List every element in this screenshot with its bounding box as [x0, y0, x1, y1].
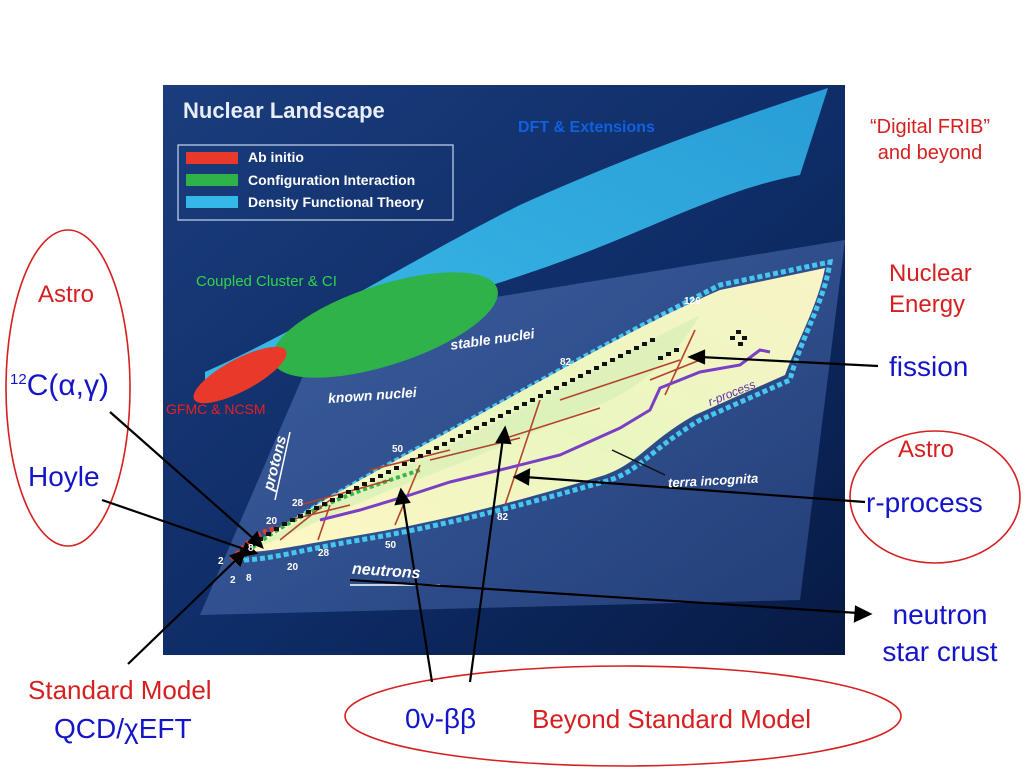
digital-frib-label: “Digital FRIB” and beyond: [842, 116, 1018, 164]
carbon-reaction-label: 12C(α,γ): [10, 369, 109, 402]
standard-model-label: Standard Model: [28, 675, 212, 705]
legend-swatch-dft: [186, 196, 238, 208]
neutron-star-crust-label: neutron star crust: [862, 599, 1018, 668]
nuclear-energy-line-2: Energy: [889, 291, 966, 319]
magic-p82: 82: [560, 357, 572, 368]
ci-region: [272, 272, 498, 378]
magic-n126: 126: [684, 296, 701, 307]
digital-frib-line-1: “Digital FRIB”: [869, 116, 990, 138]
dft-region-label: DFT & Extensions: [518, 119, 655, 136]
magic-n28: 28: [318, 548, 330, 559]
protons-axis-arrow: [274, 431, 291, 501]
legend-swatches: [186, 152, 238, 208]
legend-label-ab-initio: Ab initio: [248, 149, 304, 165]
magic-n2: 2: [230, 575, 236, 586]
nuclear-energy-label: Nuclear Energy: [889, 260, 972, 319]
magic-n50: 50: [385, 540, 397, 551]
astro-right-label: Astro: [898, 436, 955, 463]
astro-left-label: Astro: [38, 281, 95, 308]
magic-n82: 82: [497, 512, 509, 523]
digital-frib-line-2: and beyond: [877, 142, 983, 164]
terra-incognita-pointer: [611, 449, 666, 476]
r-process-path: [319, 348, 771, 522]
legend-label-dft: Density Functional Theory: [248, 194, 424, 210]
magic-p8: 8: [248, 543, 254, 554]
magic-p50: 50: [392, 444, 404, 455]
carbon-reaction-text: C(α,γ): [26, 369, 110, 402]
annotation-arrows: [101, 349, 879, 683]
cc-region-label: Coupled Cluster & CI: [196, 273, 337, 290]
magic-n8: 8: [246, 573, 252, 584]
magic-p2: 2: [218, 556, 224, 567]
zero-nu-double-beta-label: 0ν-ββ: [405, 703, 477, 734]
neutron-star-line-2: star crust: [882, 635, 998, 667]
magic-p20: 20: [266, 516, 278, 527]
ab-initio-region: [193, 346, 287, 404]
carbon-reaction-superscript: 12: [10, 371, 27, 388]
gfmc-region-label: GFMC & NCSM: [166, 401, 266, 417]
magic-number-lines: [279, 329, 701, 541]
beyond-standard-model-label: Beyond Standard Model: [532, 704, 811, 734]
figure-title: Nuclear Landscape: [183, 98, 385, 123]
neutron-star-line-1: neutron: [892, 599, 988, 630]
drip-line-boundary: [233, 258, 833, 563]
bsm-ellipse: [344, 665, 902, 767]
legend-label-ci: Configuration Interaction: [248, 172, 416, 188]
hoyle-label: Hoyle: [28, 461, 100, 492]
legend-box: [177, 144, 454, 221]
legend-swatch-ci: [186, 174, 238, 186]
magic-n20: 20: [287, 562, 299, 573]
stable-nuclei-valley: [240, 330, 747, 552]
legend-swatch-ab-initio: [186, 152, 238, 164]
nuclear-energy-line-1: Nuclear: [889, 260, 972, 287]
qcd-eft-label: QCD/χEFT: [54, 713, 192, 744]
astro-left-ellipse: [5, 229, 131, 547]
r-process-label: r-process: [866, 487, 983, 518]
astro-right-ellipse: [849, 430, 1021, 564]
magic-p28: 28: [292, 498, 304, 509]
fission-label: fission: [889, 351, 969, 382]
